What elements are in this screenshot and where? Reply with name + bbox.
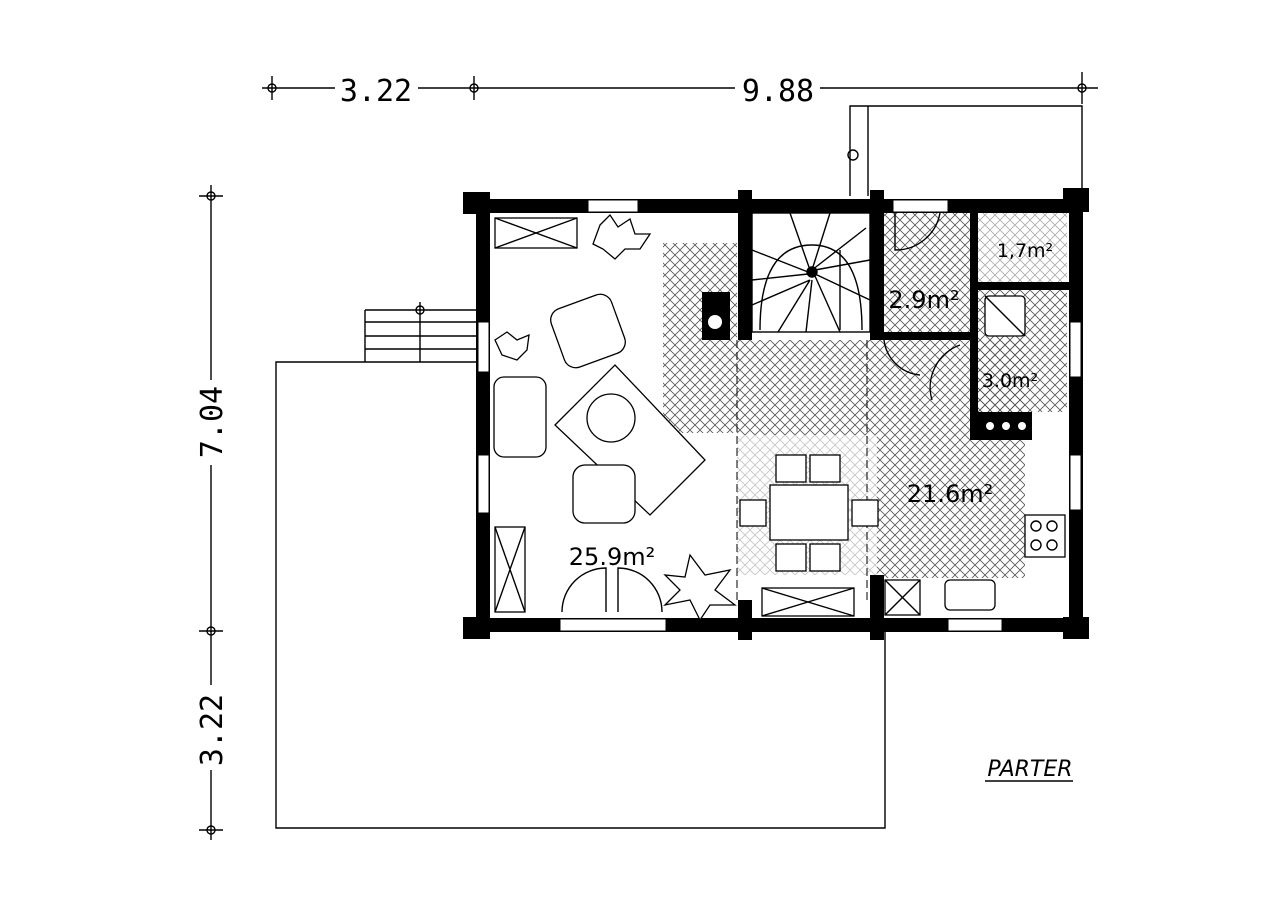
windows [477,199,1082,632]
dimension-top: 3.22 9.88 [262,72,1098,109]
staircase [751,212,871,333]
porch [847,105,1083,196]
room-area-wc: 1,7m² [997,240,1053,262]
living-furniture [493,213,737,622]
kitchen-fixtures [883,212,1066,616]
dimension-label: 3.22 [340,74,412,109]
dimension-label: 3.22 [195,694,230,766]
dimension-label: 7.04 [195,386,230,458]
dimension-left: 7.04 3.22 [195,185,230,840]
dimension-label: 9.88 [742,74,814,109]
room-area-bath: 3.0m² [982,370,1038,392]
room-area-living: 25.9m² [569,543,655,571]
terrace [275,302,886,829]
plan-title: PARTER [987,757,1072,782]
room-area-kitchen: 21.6m² [907,480,993,508]
room-area-hall: 2.9m² [888,286,959,314]
dining-table [736,340,879,617]
